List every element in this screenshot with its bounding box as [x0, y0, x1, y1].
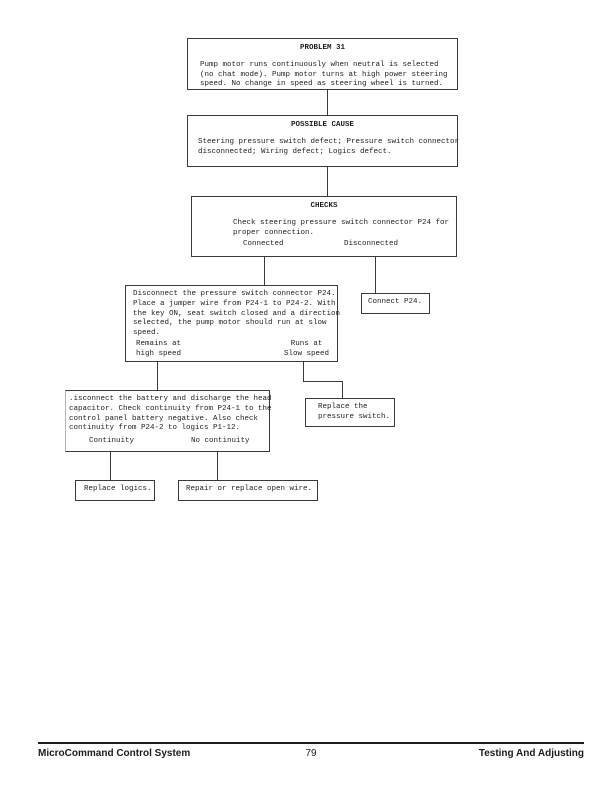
replace-pressure-switch-box: Replace the pressure switch.: [305, 398, 395, 427]
problem-title: PROBLEM 31: [299, 44, 345, 52]
connector-disconnected-connectp24: [375, 257, 376, 293]
connector-runs-elbow-across: [303, 381, 343, 382]
connector-connected-jumper: [264, 257, 265, 285]
replace-logics-text: Replace logics.: [84, 485, 152, 493]
footer-section-title: Testing And Adjusting: [478, 748, 584, 759]
connector-runs-elbow-down: [303, 362, 304, 381]
possible-cause-box: POSSIBLE CAUSE Steering pressure switch …: [187, 115, 460, 167]
possible-cause-text: Steering pressure switch defect; Pressur…: [198, 137, 460, 156]
branch-label-runs-slow-speed: Runs at Slow speed: [284, 340, 330, 358]
footer-document-title: MicroCommand Control System: [38, 748, 191, 759]
connector-nocontinuity-repairwire: [217, 452, 218, 480]
branch-label-no-continuity: No continuity: [191, 437, 250, 445]
repair-wire-text: Repair or replace open wire.: [186, 485, 313, 493]
possible-cause-title: POSSIBLE CAUSE: [290, 121, 354, 129]
connector-continuity-replacelogics: [110, 452, 111, 480]
checks-text: Check steering pressure switch connector…: [233, 218, 450, 237]
branch-label-continuity: Continuity: [89, 437, 135, 445]
jumper-test-text: Disconnect the pressure switch connector…: [133, 290, 341, 338]
continuity-test-box: .isconnect the battery and discharge the…: [65, 390, 272, 452]
problem-text: Pump motor runs continuously when neutra…: [200, 60, 448, 89]
jumper-test-box: Disconnect the pressure switch connector…: [125, 285, 341, 362]
branch-label-disconnected: Disconnected: [344, 240, 399, 248]
connector-cause-checks: [327, 167, 328, 196]
connector-runs-replaceswitch: [342, 381, 343, 398]
branch-label-remains-high-speed: Remains at high speed: [136, 340, 182, 358]
connect-p24-text: Connect P24.: [368, 298, 423, 306]
connector-problem-cause: [327, 90, 328, 115]
footer-page-number: 79: [305, 748, 317, 759]
connect-p24-box: Connect P24.: [361, 293, 430, 314]
repair-wire-box: Repair or replace open wire.: [178, 480, 318, 501]
replace-logics-box: Replace logics.: [75, 480, 155, 501]
problem-box: PROBLEM 31 Pump motor runs continuously …: [187, 38, 458, 90]
branch-label-connected: Connected: [243, 240, 284, 248]
continuity-test-text: .isconnect the battery and discharge the…: [69, 395, 272, 433]
replace-pressure-switch-text: Replace the pressure switch.: [318, 403, 391, 421]
page-footer: MicroCommand Control System 79 Testing A…: [38, 742, 584, 759]
checks-box: CHECKS Check steering pressure switch co…: [191, 196, 457, 257]
connector-remains-battery: [157, 362, 158, 390]
checks-title: CHECKS: [310, 202, 338, 210]
